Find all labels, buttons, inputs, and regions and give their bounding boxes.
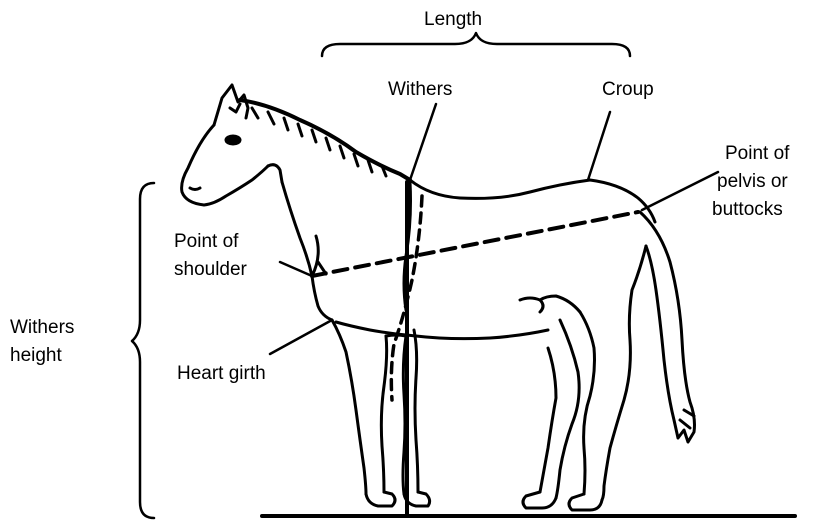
length-label: Length — [424, 8, 482, 31]
withers-height-label-line-2: height — [10, 344, 62, 367]
heart-girth-label: Heart girth — [177, 362, 266, 385]
horse-outline — [182, 85, 695, 510]
point-of-pelvis-label-line-1: Point of — [725, 142, 789, 165]
withers-height-brace — [132, 183, 154, 518]
point-of-shoulder-label-line-2: shoulder — [174, 258, 247, 281]
heart-girth-leader-line — [270, 320, 332, 354]
withers-label: Withers — [388, 78, 452, 101]
body-length-dashed-line — [312, 212, 638, 276]
withers-height-label-line-1: Withers — [10, 316, 74, 339]
croup-label: Croup — [602, 78, 654, 101]
point-of-shoulder-label-line-1: Point of — [174, 230, 238, 253]
pelvis-leader-line — [642, 172, 718, 210]
shoulder-leader-line — [280, 262, 312, 276]
withers-leader-line — [410, 104, 436, 180]
length-brace — [322, 33, 630, 56]
croup-leader-line — [588, 112, 610, 180]
point-of-pelvis-label-line-2: pelvis or — [717, 170, 788, 193]
point-of-pelvis-label-line-3: buttocks — [712, 198, 783, 221]
